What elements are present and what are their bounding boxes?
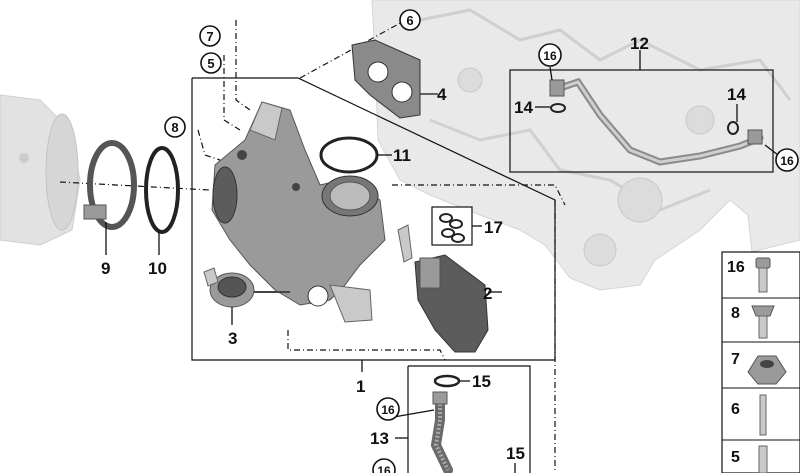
side-panel-label-6: 6 [731,401,740,418]
callout-6: 6 [399,9,421,31]
engine-block-illustration [371,0,800,291]
label-4: 4 [437,85,447,104]
side-panel-label-7: 7 [731,351,740,368]
label-3: 3 [228,329,237,348]
svg-text:16: 16 [381,403,395,417]
svg-text:16: 16 [377,464,391,473]
label-15-top: 15 [472,372,491,391]
callout-16-bottom: 16 [376,397,400,421]
clamp-9-illustration [83,140,137,255]
label-12: 12 [630,34,649,53]
ring-10-illustration [144,146,180,255]
turbocharger-illustration [211,101,386,323]
label-15-bottom: 15 [506,444,525,463]
callout-5: 5 [200,52,222,74]
actuator-3-illustration [203,267,290,325]
nut-7-icon [747,355,787,385]
label-13: 13 [370,429,389,448]
label-10: 10 [148,259,167,278]
callout-16-right: 16 [775,148,799,172]
catalytic-converter-illustration [0,94,81,246]
svg-text:7: 7 [206,29,213,44]
label-17: 17 [484,218,503,237]
side-panel-label-8: 8 [731,305,740,322]
svg-text:16: 16 [543,49,557,63]
callout-7: 7 [199,25,221,47]
oil-return-line-illustration [395,374,516,473]
side-panel: 16 8 7 6 5 [721,251,800,473]
side-panel-label-5: 5 [731,449,740,466]
label-1: 1 [356,377,365,396]
bolt-8-icon [751,305,775,339]
svg-text:5: 5 [207,56,214,71]
frame-oil-return [408,365,531,473]
svg-text:16: 16 [780,154,794,168]
actuator-2-illustration [397,224,502,353]
o-ring-kit-17-illustration [431,206,482,246]
svg-text:8: 8 [171,120,178,135]
callout-16-top: 16 [538,43,562,67]
side-panel-label-16: 16 [727,259,745,276]
callout-16-lower: 16 [372,458,396,473]
label-14-left: 14 [514,98,533,117]
callout-8: 8 [164,116,186,138]
gasket-4-illustration [351,39,438,119]
label-9: 9 [101,259,110,278]
label-2: 2 [483,284,492,303]
svg-text:6: 6 [406,13,413,28]
stud-6-icon [759,394,767,436]
ring-11-illustration [319,136,392,174]
stud-5-icon [758,445,768,473]
bolt-16-icon [755,257,771,293]
frame-oil-line [509,69,774,173]
label-14-right: 14 [727,85,746,104]
label-11: 11 [393,146,411,165]
oil-feed-line-illustration [549,77,764,166]
